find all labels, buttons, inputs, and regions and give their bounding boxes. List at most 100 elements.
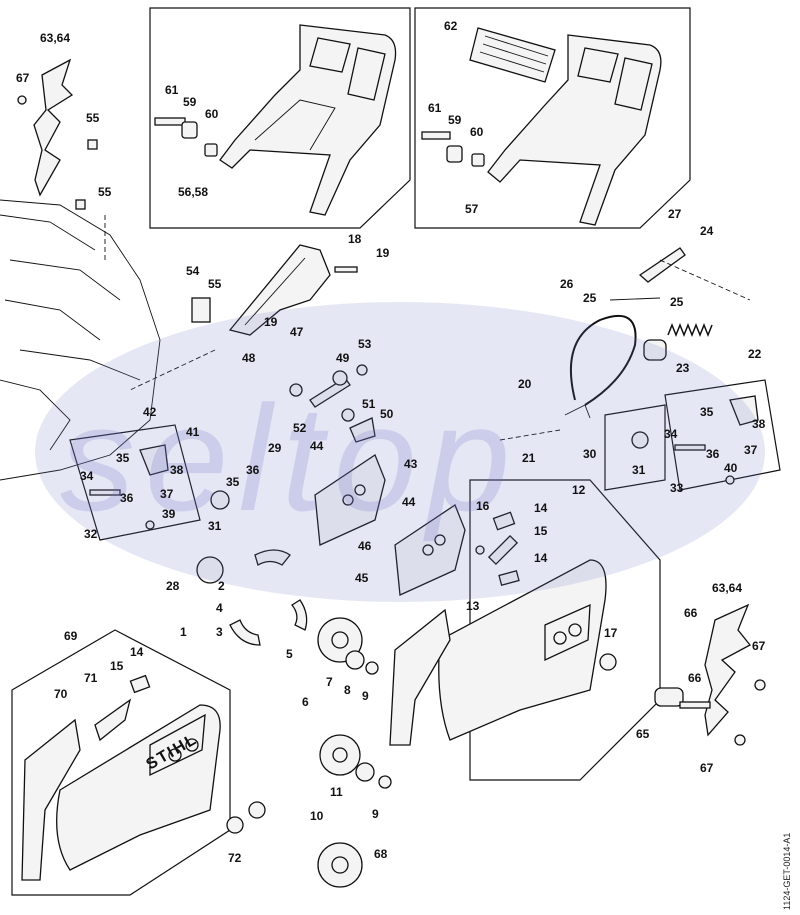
watermark-text: seltop bbox=[60, 374, 520, 542]
callout-5: 5 bbox=[286, 647, 293, 661]
callout-43: 43 bbox=[404, 457, 418, 471]
callout-14-b: 14 bbox=[534, 551, 548, 565]
callout-63-64-top: 63,64 bbox=[40, 31, 70, 45]
callout-10: 10 bbox=[310, 809, 324, 823]
parts-14-15-16 bbox=[475, 511, 520, 586]
callout-36-c: 36 bbox=[706, 447, 720, 461]
callout-36-a: 36 bbox=[246, 463, 260, 477]
callout-9-b: 9 bbox=[372, 807, 379, 821]
rail-13 bbox=[389, 608, 451, 746]
callout-53: 53 bbox=[358, 337, 372, 351]
callout-30: 30 bbox=[583, 447, 597, 461]
callout-35-b: 35 bbox=[226, 475, 240, 489]
callout-24: 24 bbox=[700, 224, 714, 238]
callout-33: 33 bbox=[670, 481, 684, 495]
callout-19-b: 19 bbox=[264, 315, 278, 329]
callout-9-a: 9 bbox=[362, 689, 369, 703]
brake-lever-18 bbox=[228, 244, 331, 336]
brake-band-20 bbox=[564, 315, 637, 419]
callout-27: 27 bbox=[668, 207, 682, 221]
callout-71: 71 bbox=[84, 671, 98, 685]
sprocket-cover-12 bbox=[438, 559, 607, 741]
callout-39: 39 bbox=[162, 507, 176, 521]
callout-60-right: 60 bbox=[470, 125, 484, 139]
callout-66-a: 66 bbox=[684, 606, 698, 620]
callout-35-a: 35 bbox=[116, 451, 130, 465]
spring-22 bbox=[643, 322, 713, 361]
callout-67-top: 67 bbox=[16, 71, 30, 85]
oil-pump-right bbox=[674, 395, 759, 485]
callout-67-b: 67 bbox=[752, 639, 766, 653]
callout-51: 51 bbox=[362, 397, 376, 411]
callout-61-right: 61 bbox=[428, 101, 442, 115]
callout-31-a: 31 bbox=[208, 519, 222, 533]
bolt-61-left bbox=[154, 117, 218, 157]
callout-44-a: 44 bbox=[310, 439, 324, 453]
callout-41: 41 bbox=[186, 425, 200, 439]
callout-52: 52 bbox=[293, 421, 307, 435]
callout-63-64-bottom: 63,64 bbox=[712, 581, 742, 595]
oil-pump-box-left bbox=[69, 424, 201, 541]
callout-1: 1 bbox=[180, 625, 187, 639]
callout-48: 48 bbox=[242, 351, 256, 365]
callout-2: 2 bbox=[218, 579, 225, 593]
callout-38-b: 38 bbox=[752, 417, 766, 431]
callout-15-a: 15 bbox=[534, 524, 548, 538]
callout-7: 7 bbox=[326, 675, 333, 689]
callout-19-a: 19 bbox=[376, 246, 390, 260]
callout-59-right: 59 bbox=[448, 113, 462, 127]
oil-pump-left bbox=[89, 444, 169, 530]
lever-parts-47-53 bbox=[289, 364, 376, 443]
oil-pump-box-right bbox=[664, 379, 781, 491]
callout-65: 65 bbox=[636, 727, 650, 741]
callout-47: 47 bbox=[290, 325, 304, 339]
nut-17 bbox=[599, 653, 617, 671]
callout-72: 72 bbox=[228, 851, 242, 865]
callout-57: 57 bbox=[465, 202, 479, 216]
hand-guard-left bbox=[219, 24, 397, 216]
callout-22: 22 bbox=[748, 347, 762, 361]
callout-17: 17 bbox=[604, 626, 618, 640]
callout-12: 12 bbox=[572, 483, 586, 497]
callout-67-c: 67 bbox=[700, 761, 714, 775]
side-plate-45 bbox=[394, 504, 466, 596]
sprocket-68 bbox=[317, 842, 363, 888]
callout-23: 23 bbox=[676, 361, 690, 375]
callout-55-c: 55 bbox=[208, 277, 222, 291]
callout-61-left: 61 bbox=[165, 83, 179, 97]
callout-46: 46 bbox=[358, 539, 372, 553]
callout-14-c: 14 bbox=[130, 645, 144, 659]
callout-55-a: 55 bbox=[86, 111, 100, 125]
decal-62 bbox=[469, 27, 556, 83]
callout-4: 4 bbox=[216, 601, 223, 615]
callout-37-a: 37 bbox=[160, 487, 174, 501]
lever-24 bbox=[609, 247, 686, 301]
callout-59-left: 59 bbox=[183, 95, 197, 109]
bracket-63-64-top bbox=[17, 58, 98, 210]
callout-25-a: 25 bbox=[583, 291, 597, 305]
callout-60-left: 60 bbox=[205, 107, 219, 121]
callout-31-b: 31 bbox=[632, 463, 646, 477]
engine-housing-sketch bbox=[0, 199, 161, 481]
callout-15-b: 15 bbox=[110, 659, 124, 673]
callout-66-b: 66 bbox=[688, 671, 702, 685]
hand-guard-right bbox=[487, 34, 662, 226]
callout-55-b: 55 bbox=[98, 185, 112, 199]
sprocket-10 bbox=[319, 734, 392, 789]
callout-68: 68 bbox=[374, 847, 388, 861]
bolt-61-right bbox=[421, 131, 485, 167]
clutch-shoes bbox=[229, 549, 308, 646]
callout-28: 28 bbox=[166, 579, 180, 593]
callout-34-a: 34 bbox=[80, 469, 94, 483]
callout-6: 6 bbox=[302, 695, 309, 709]
gear-31-right bbox=[631, 431, 649, 449]
callout-3: 3 bbox=[216, 625, 223, 639]
bracket-54 bbox=[191, 297, 211, 323]
washer-28 bbox=[196, 556, 224, 584]
callout-16: 16 bbox=[476, 499, 490, 513]
hand-guard-box-right bbox=[414, 7, 691, 229]
doc-code: 1124-GET-0014-A1 bbox=[782, 833, 792, 910]
bracket-63-64-bottom bbox=[654, 603, 766, 746]
callout-35-c: 35 bbox=[700, 405, 714, 419]
callout-36-b: 36 bbox=[120, 491, 134, 505]
